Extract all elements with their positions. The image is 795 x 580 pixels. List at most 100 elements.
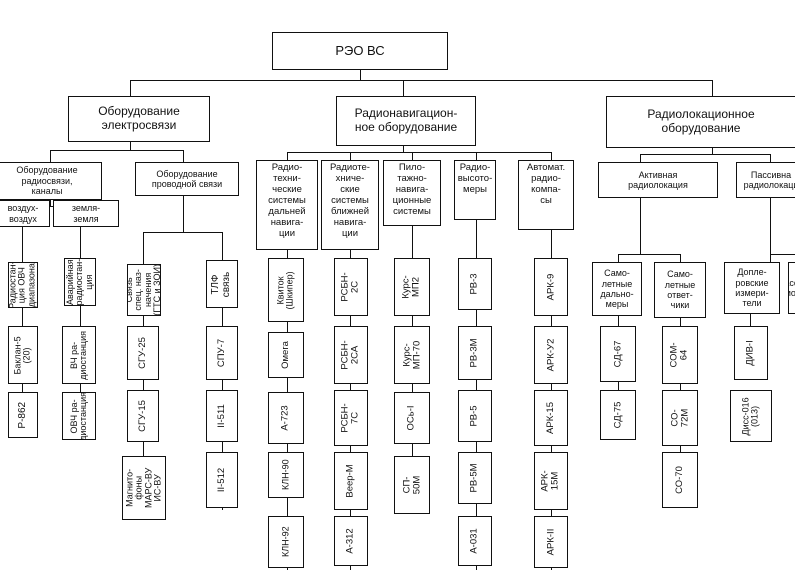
os1-box-label: ОСь-I xyxy=(406,405,418,431)
tlf-box-label: ТЛФ связь xyxy=(210,271,232,297)
wired-comm-box: Оборудование проводной связи xyxy=(135,162,239,196)
radio-vhf-box-label: Радиостан- ция ОВЧ диапазона xyxy=(8,262,37,308)
so70-box: СО-70 xyxy=(662,452,698,508)
hf-radio-box-label: ВЧ ра- диостанция xyxy=(68,330,88,380)
altimeter-box-label: Радио- высото- меры xyxy=(457,162,493,195)
kln90-box: КЛН-90 xyxy=(268,452,304,498)
connector-line xyxy=(183,150,185,162)
connector-line xyxy=(618,254,620,262)
active-radar-box: Активная радиолокация xyxy=(598,162,718,198)
sd75-box: СД-75 xyxy=(600,390,636,440)
ark15m-box: АРК- 15М xyxy=(534,452,568,510)
wired-comm-box-label: Оборудование проводной связи xyxy=(151,168,223,189)
ark-box-label: Автомат. радио- компа- сы xyxy=(526,162,566,206)
ark11-box-label: АРК-II xyxy=(545,528,557,556)
ark9-box-label: АРК-9 xyxy=(545,273,557,301)
connector-line xyxy=(50,200,52,206)
kvitok-box: Квиток (Шкипер) xyxy=(268,258,304,322)
rsbn2s-box-label: РСБН- 2С xyxy=(340,272,361,302)
pilot-nav-box-label: Пило- тажно- навига- ционные системы xyxy=(392,162,432,217)
near-nav-box: Радиоте- хниче- ские системы ближней нав… xyxy=(321,160,379,250)
sd75-box-label: СД-75 xyxy=(612,401,624,429)
connector-line xyxy=(640,154,770,156)
rv3m-box: РВ-3М xyxy=(458,326,492,380)
special-comm-box-label: Связь спец. наз- начения (ГТС и ЗОИ) xyxy=(127,264,161,316)
sd67-box-label: СД-67 xyxy=(612,340,624,368)
connector-line xyxy=(287,152,289,160)
arku2-box: АРК-У2 xyxy=(534,326,568,384)
connector-line xyxy=(770,154,772,162)
kurs70-box-label: Курс- МП-70 xyxy=(401,340,422,370)
som64-box-label: СОМ- 64 xyxy=(669,342,690,368)
div1-box: ДИВ-I xyxy=(734,326,768,380)
connector-line xyxy=(143,232,222,234)
kln92-box-label: КЛН-92 xyxy=(280,526,291,558)
connector-line xyxy=(22,227,24,266)
rangefinder-box: Само- летные дально- меры xyxy=(592,262,642,316)
p512-box: II-512 xyxy=(206,452,238,508)
arku2-box-label: АРК-У2 xyxy=(545,338,557,372)
transponder-box-label: Само- летные ответ- чики xyxy=(664,269,696,311)
vhf-radio-box-label: ОВЧ ра- диостанция xyxy=(68,392,88,440)
diss-box: Дисс-016 (013) xyxy=(730,390,772,442)
doppler-box-label: Допле- ровские измери- тели xyxy=(735,267,769,309)
som64-box: СОМ- 64 xyxy=(662,326,698,384)
kln92-box: КЛН-92 xyxy=(268,516,304,568)
hf-radio-box: ВЧ ра- диостанция xyxy=(62,326,96,384)
emergency-radio-box-label: Аварийная радиостан- ция xyxy=(64,258,94,306)
nav-box-label: Радионавигацион- ное оборудование xyxy=(354,106,458,134)
altimeter-box: Радио- высото- меры xyxy=(454,160,496,220)
air-air-box-label: воздух- воздух xyxy=(7,203,39,224)
connector-line xyxy=(640,154,642,162)
connector-line xyxy=(130,80,712,82)
a312-box-label: А-312 xyxy=(345,528,357,554)
special-comm-box: Связь спец. наз- начения (ГТС и ЗОИ) xyxy=(127,264,161,316)
connector-line xyxy=(287,152,551,154)
connector-line xyxy=(551,152,553,160)
ground-ground-box: земля- земля xyxy=(53,200,119,227)
connector-line xyxy=(143,316,145,456)
rv3m-box-label: РВ-3М xyxy=(469,338,481,368)
connector-line xyxy=(712,80,714,96)
kurs70-box: Курс- МП-70 xyxy=(394,326,430,384)
connector-line xyxy=(80,384,82,392)
div1-box-label: ДИВ-I xyxy=(745,340,757,366)
a312-box: А-312 xyxy=(334,516,368,566)
connector-line xyxy=(476,152,478,160)
sd67-box: СД-67 xyxy=(600,326,636,382)
rv5m-box-label: РВ-5М xyxy=(469,463,481,493)
so72-box: СО- 72М xyxy=(662,390,698,446)
p862-box: Р-862 xyxy=(8,392,38,438)
radar-box: Радиолокационное оборудование xyxy=(606,96,795,148)
a723-box-label: А-723 xyxy=(280,405,292,431)
connector-line xyxy=(350,152,352,160)
rangefinder-box-label: Само- летные дально- меры xyxy=(600,268,634,310)
a723-box: А-723 xyxy=(268,392,304,444)
root-box-label: РЭО ВС xyxy=(335,42,385,58)
omega-box: Омега xyxy=(268,332,304,378)
air-air-box: воздух- воздух xyxy=(0,200,50,227)
magnet-box-label: Магнито- фоны МАРС-ВУ ИС-ВУ xyxy=(124,467,163,509)
rv3-box: РВ-3 xyxy=(458,258,492,310)
magnet-box: Магнито- фоны МАРС-ВУ ИС-ВУ xyxy=(122,456,166,520)
ark9-box: АРК-9 xyxy=(534,258,568,316)
connector-line xyxy=(22,384,24,392)
radio-vhf-box: Радиостан- ция ОВЧ диапазона xyxy=(8,262,38,308)
connector-line xyxy=(22,308,24,326)
connector-line xyxy=(130,142,132,150)
rsbn2sa-box-label: РСБН- 2СА xyxy=(340,340,361,370)
connector-line xyxy=(22,206,80,208)
vhf-radio-box: ОВЧ ра- диостанция xyxy=(62,392,96,440)
connector-line xyxy=(222,232,224,260)
so72-box-label: СО- 72М xyxy=(669,408,690,428)
so70-box-label: СО-70 xyxy=(674,466,686,494)
emergency-radio-box: Аварийная радиостан- ция xyxy=(64,258,96,306)
connector-line xyxy=(618,254,680,256)
passive-radar-box-label: Пассивна радиолокаци xyxy=(743,169,795,190)
spu7-box: СПУ-7 xyxy=(206,326,238,380)
kvitok-box-label: Квиток (Шкипер) xyxy=(275,270,295,310)
rv3-box-label: РВ-3 xyxy=(469,273,481,295)
partial-box-label: Пассивна радиолокаци xyxy=(789,277,795,298)
baklan-box: Баклан-5 (20) xyxy=(8,326,38,384)
ark-box: Автомат. радио- компа- сы xyxy=(518,160,574,230)
